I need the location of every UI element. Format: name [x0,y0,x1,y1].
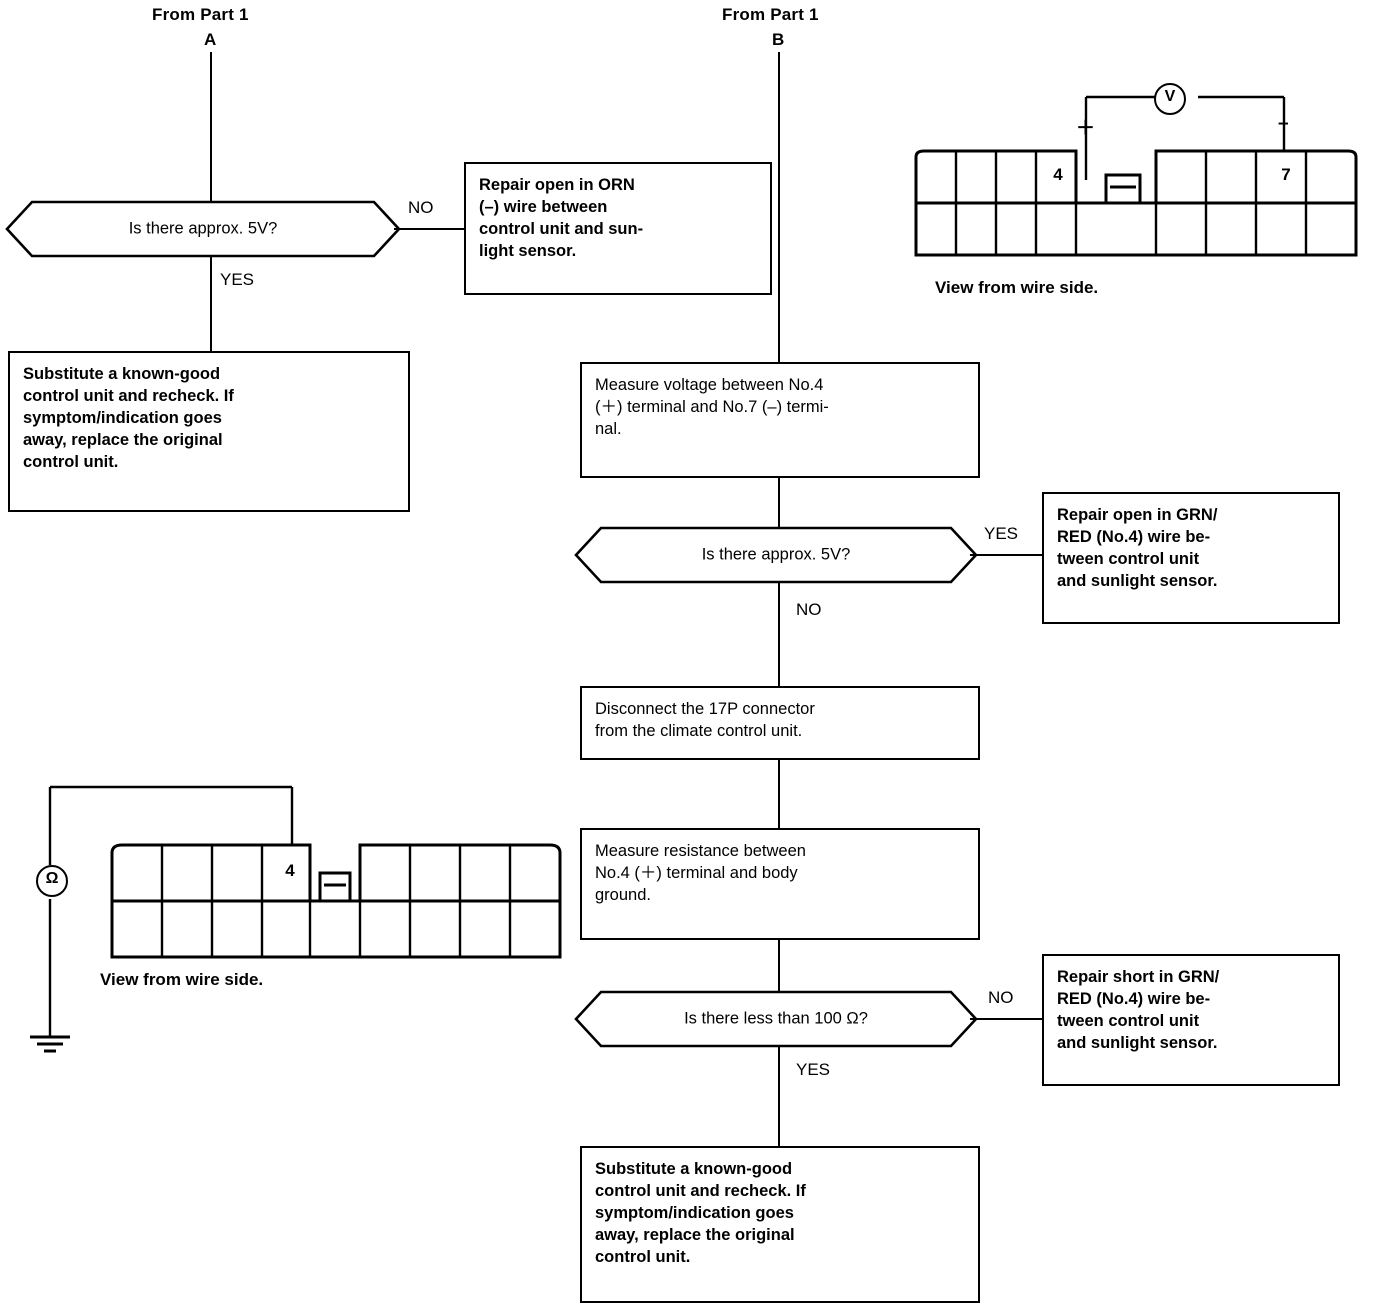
branch-label-yes-3: YES [796,1060,831,1079]
box-text: Repair short in GRN/ RED (No.4) wire be-… [1057,968,1220,1052]
branch-label-no-3: NO [988,988,1014,1007]
decision2-no-line [778,582,780,686]
connector-caption-bottom: View from wire side. [100,970,264,989]
box-repair-short-grn-red[interactable]: Repair short in GRN/ RED (No.4) wire be-… [1042,954,1340,1086]
entry-label-b-header: From Part 1 [722,5,819,24]
pin-number-4: 4 [285,861,295,880]
box-text: Substitute a known-good control unit and… [595,1160,806,1266]
branch-label-no-2: NO [796,600,822,619]
line-disconnect-to-resistance [778,760,780,828]
box-text: Measure resistance between No.4 (＋) term… [595,842,806,904]
decision-is-there-approx-5v-1[interactable]: Is there approx. 5V? [5,200,401,258]
decision-is-there-approx-5v-2[interactable]: Is there approx. 5V? [574,526,978,584]
decision2-yes-line [970,554,1042,556]
box-substitute-control-unit-bottom[interactable]: Substitute a known-good control unit and… [580,1146,980,1303]
line-measure-to-d2 [778,478,780,528]
decision-text: Is there approx. 5V? [128,219,278,238]
box-disconnect-17p-connector[interactable]: Disconnect the 17P connector from the cl… [580,686,980,760]
decision3-yes-line [778,1046,780,1146]
box-substitute-control-unit-left[interactable]: Substitute a known-good control unit and… [8,351,410,512]
decision-text: Is there less than 100 Ω? [684,1009,868,1028]
entry-node-a: A [204,30,217,49]
probe-plus-sign: ＋ [1076,118,1096,139]
box-repair-open-orn[interactable]: Repair open in ORN (–) wire between cont… [464,162,772,295]
connector-line-a-to-d1 [210,52,212,202]
voltmeter-icon: V [1154,83,1186,115]
branch-label-yes-2: YES [984,524,1019,543]
connector-illustration-bottom: Ω 4 View from wire side. [20,775,580,1055]
box-measure-voltage[interactable]: Measure voltage between No.4 (＋) termina… [580,362,980,478]
box-text: Disconnect the 17P connector from the cl… [595,700,815,740]
connector-illustration-top: V ＋ – 4 7 View from wire side. [910,75,1370,310]
box-text: Measure voltage between No.4 (＋) termina… [595,376,829,438]
box-text: Repair open in ORN (–) wire between cont… [479,176,644,260]
line-resistance-to-d3 [778,940,780,992]
decision-text: Is there approx. 5V? [701,545,851,564]
decision3-no-line [970,1018,1044,1020]
pin-number-7: 7 [1281,165,1291,184]
connector-line-b-to-measure [778,52,780,362]
ohmmeter-icon: Ω [36,865,68,897]
branch-label-no-1: NO [408,198,434,217]
probe-minus-sign: – [1278,113,1289,134]
entry-node-b: B [772,30,785,49]
decision1-yes-line [210,256,212,356]
decision-is-there-less-than-100-ohm[interactable]: Is there less than 100 Ω? [574,990,978,1048]
box-text: Substitute a known-good control unit and… [23,365,234,471]
connector-caption-top: View from wire side. [935,278,1099,297]
decision1-no-line [394,228,466,230]
pin-number-4: 4 [1053,165,1063,184]
branch-label-yes-1: YES [220,270,255,289]
box-text: Repair open in GRN/ RED (No.4) wire be- … [1057,506,1218,590]
entry-label-a-header: From Part 1 [152,5,249,24]
box-measure-resistance[interactable]: Measure resistance between No.4 (＋) term… [580,828,980,940]
box-repair-open-grn-red[interactable]: Repair open in GRN/ RED (No.4) wire be- … [1042,492,1340,624]
